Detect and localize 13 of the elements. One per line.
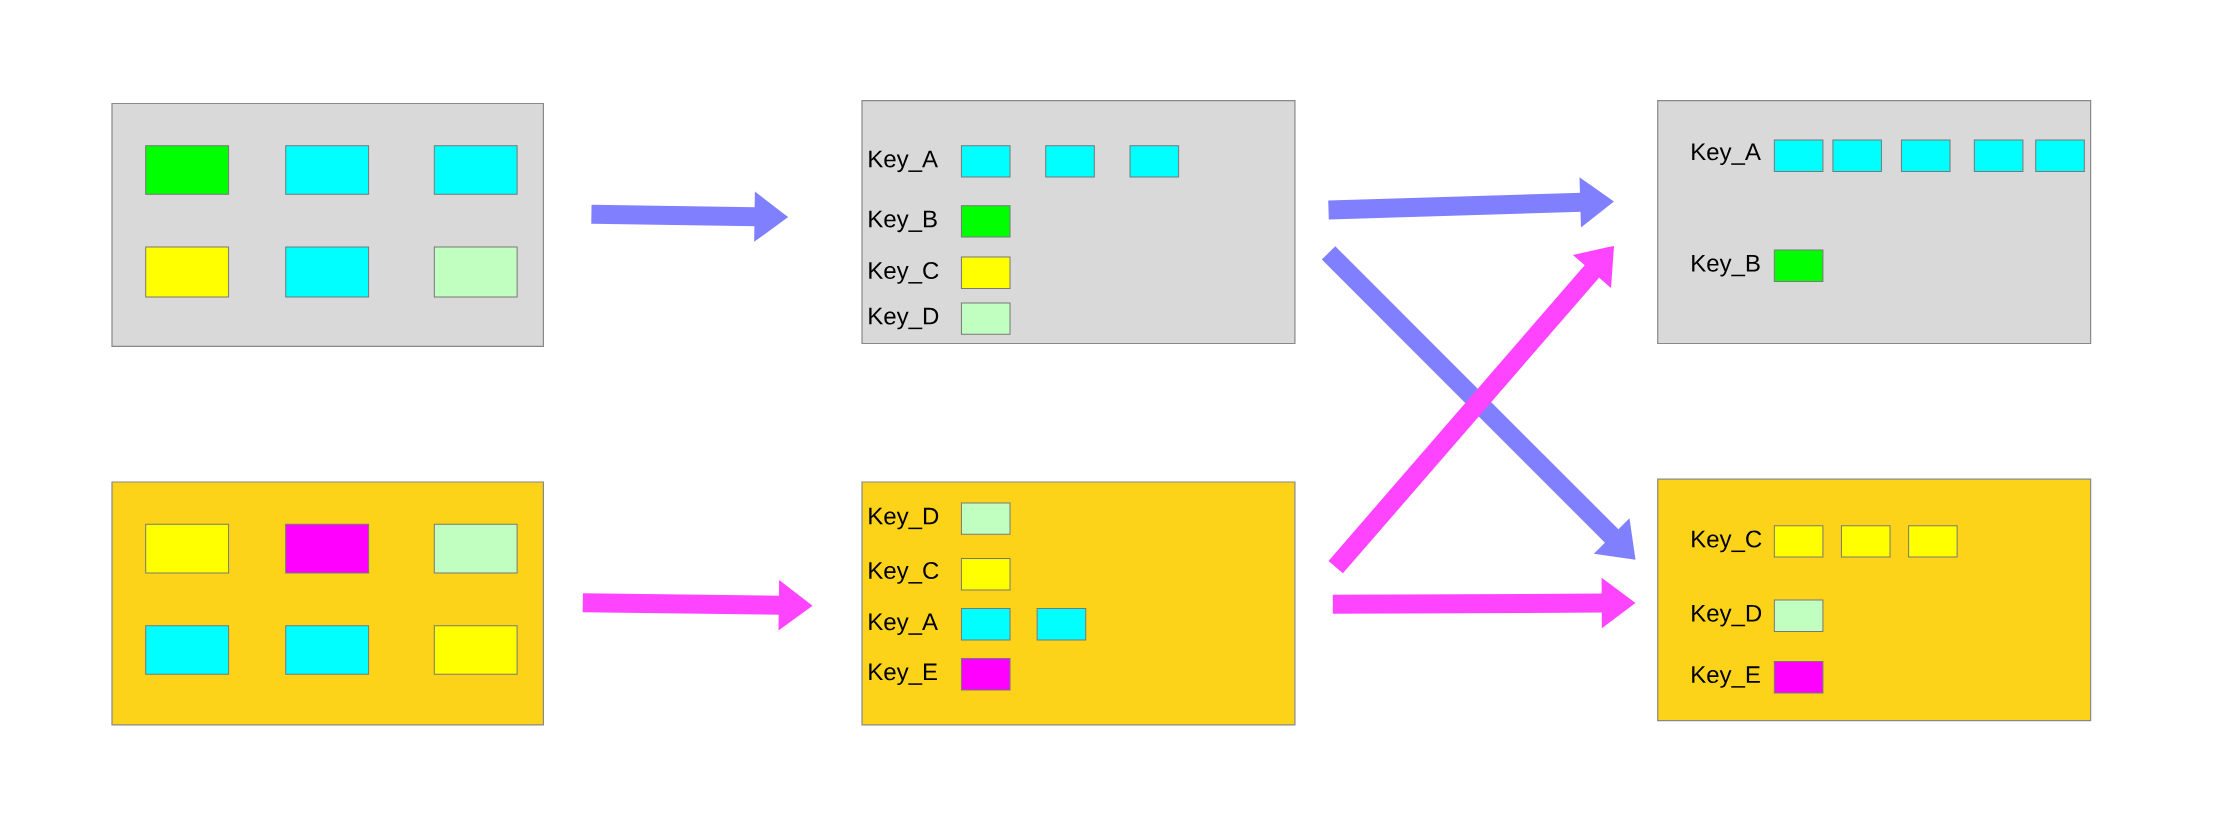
key-label: Key_C [869, 562, 939, 584]
key-label: Key_D [1692, 604, 1762, 627]
key-label: Key_B [1692, 254, 1760, 277]
key-label: Key_A [869, 613, 938, 636]
key-label: Key_E [869, 663, 937, 686]
key-label: Key_D [869, 507, 939, 530]
key-label: Key_A [869, 150, 938, 173]
key-label: Key_E [1692, 666, 1760, 688]
key-label: Key_C [869, 262, 939, 284]
key-label: Key_D [869, 307, 939, 330]
key-label: Key_A [1692, 143, 1761, 166]
key-label: Key_C [1692, 530, 1762, 553]
key-label: Key_B [869, 210, 937, 233]
